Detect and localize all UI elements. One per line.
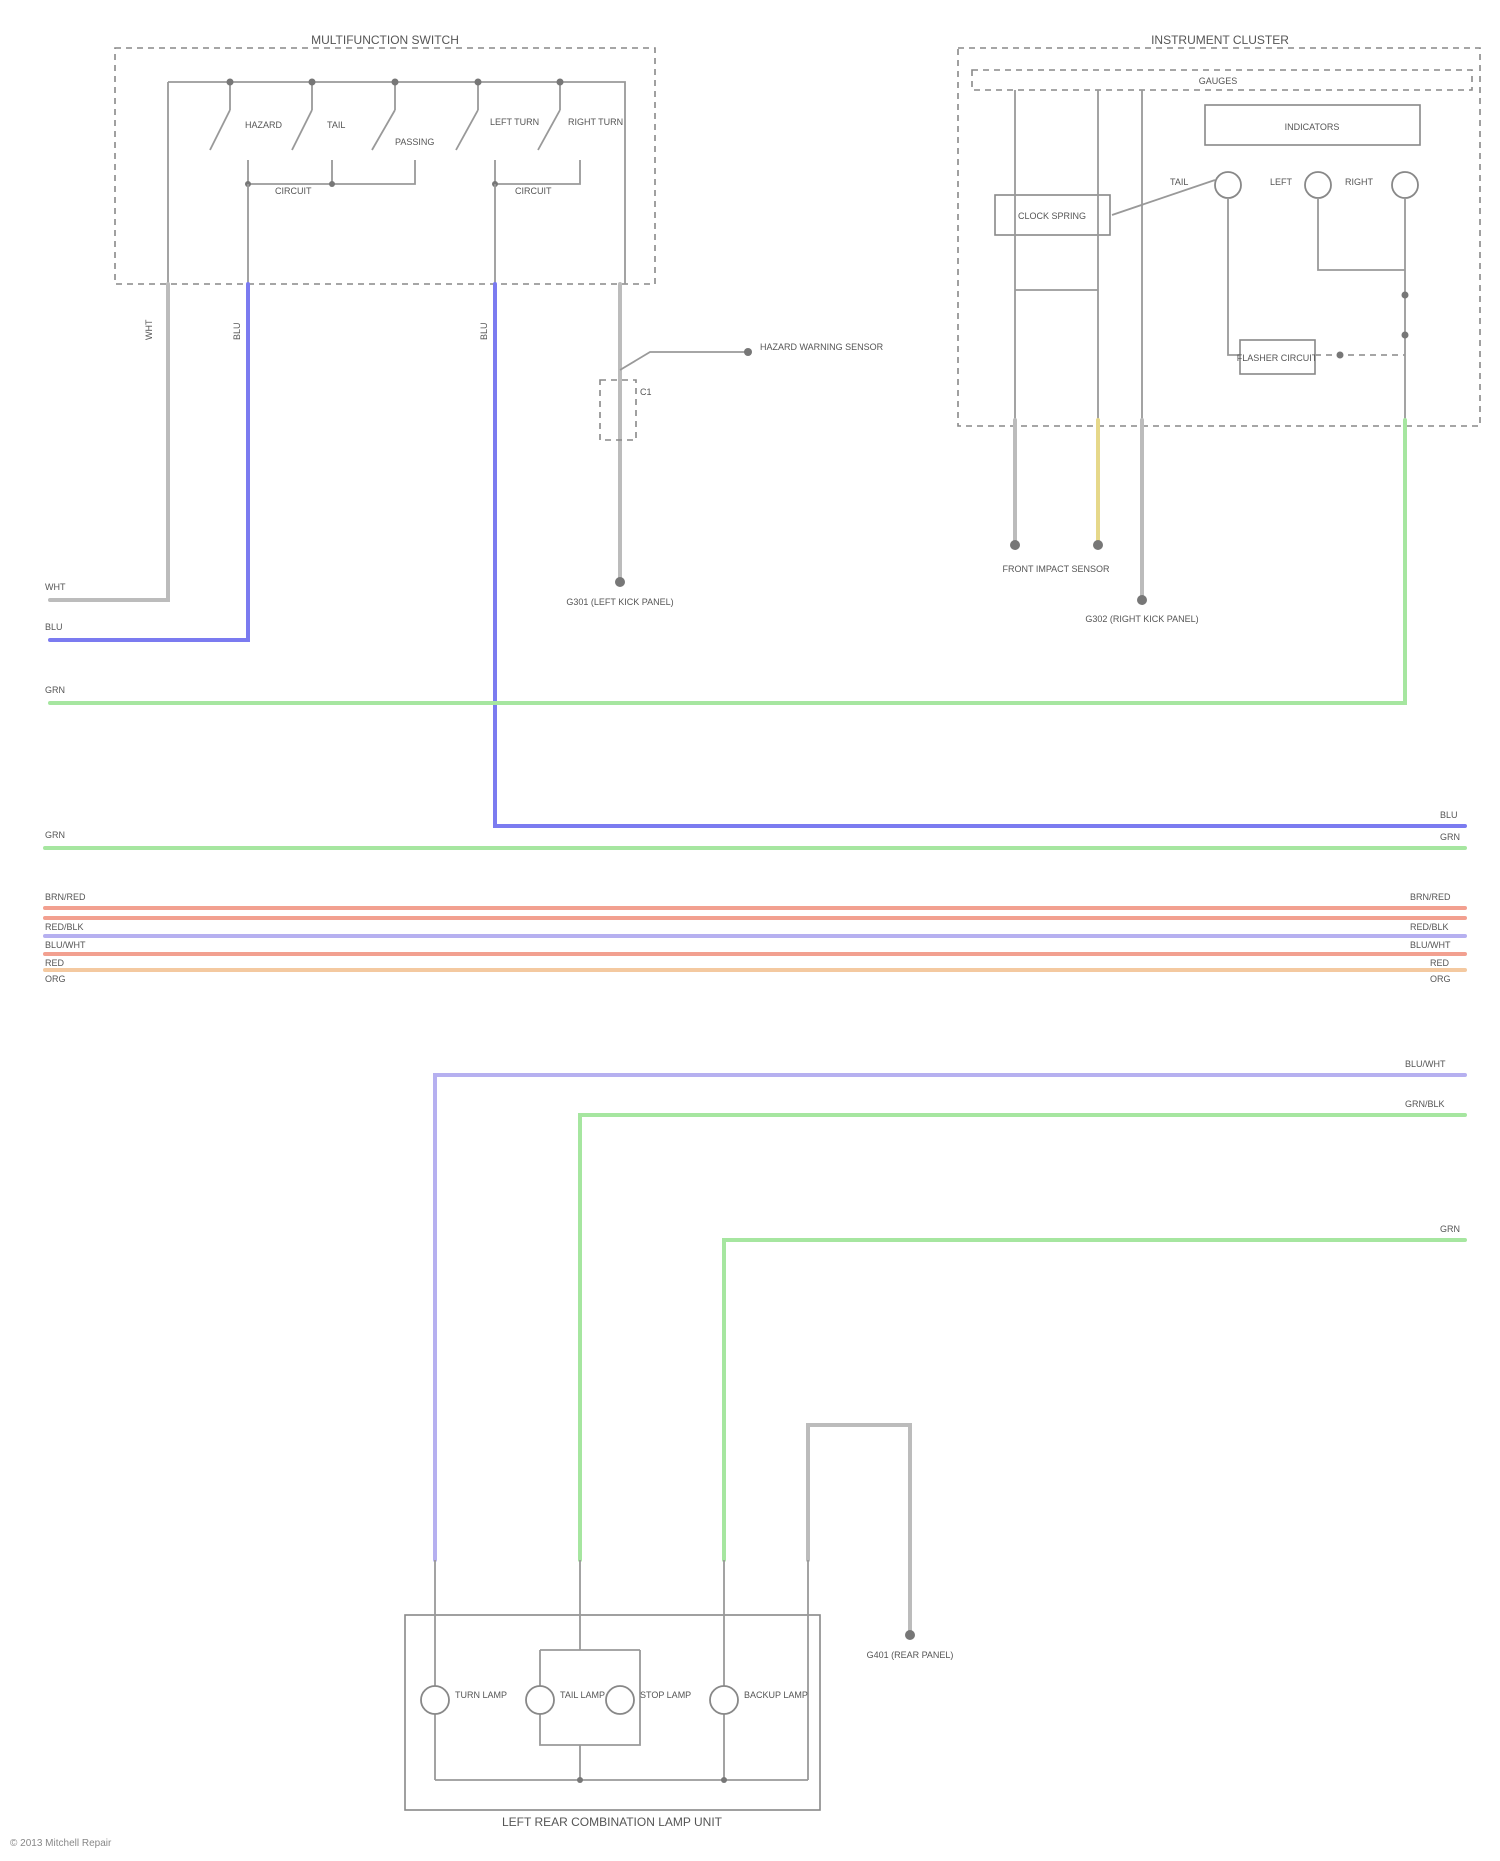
rear-combination-lamp: LEFT REAR COMBINATION LAMP UNIT TURN LAM… (405, 1560, 820, 1829)
flasher-label: FLASHER CIRCUIT (1237, 353, 1318, 363)
svg-text:CIRCUIT: CIRCUIT (515, 186, 552, 196)
wire-blu-right (495, 284, 1465, 826)
wire-gnd-lower (808, 1425, 910, 1635)
wire-label-blu: BLU (232, 322, 242, 340)
instrument-cluster-title: INSTRUMENT CLUSTER (1151, 33, 1289, 47)
svg-text:LEFT: LEFT (1270, 177, 1293, 187)
svg-text:ORG: ORG (45, 974, 66, 984)
gauges-label: GAUGES (1199, 76, 1238, 86)
hazard-sensor-label: HAZARD WARNING SENSOR (760, 342, 884, 352)
svg-text:CIRCUIT: CIRCUIT (275, 186, 312, 196)
copyright-footer: © 2013 Mitchell Repair (10, 1838, 111, 1849)
ground-label-g401: G401 (REAR PANEL) (867, 1650, 954, 1660)
lamp-label-tail: TAIL LAMP (560, 1690, 605, 1700)
svg-text:BRN/RED: BRN/RED (1410, 892, 1451, 902)
switch-label-hazard: HAZARD (245, 120, 283, 130)
svg-text:BLU/WHT: BLU/WHT (1410, 940, 1451, 950)
rear-lamp-title: LEFT REAR COMBINATION LAMP UNIT (502, 1815, 723, 1829)
svg-text:TAIL: TAIL (1170, 177, 1188, 187)
svg-text:WHT: WHT (45, 582, 66, 592)
svg-text:BLU: BLU (45, 622, 63, 632)
wire-grn-lower (724, 1240, 1465, 1560)
svg-text:BLU/WHT: BLU/WHT (45, 940, 86, 950)
svg-text:RED: RED (45, 958, 65, 968)
svg-text:BLU/WHT: BLU/WHT (1405, 1059, 1446, 1069)
switch-label-right-turn: RIGHT TURN (568, 117, 623, 127)
wire-grn-blk-lower (580, 1115, 1465, 1560)
switch-label-tail: TAIL (327, 120, 345, 130)
svg-text:GRN: GRN (1440, 1224, 1460, 1234)
switch-contacts (210, 79, 564, 151)
wire-blu-wht-lower (435, 1075, 1465, 1560)
wire-label-wht: WHT (144, 319, 154, 340)
ground-label-g302: G302 (RIGHT KICK PANEL) (1085, 614, 1198, 624)
multifunction-switch: MULTIFUNCTION SWITCH HAZARD TAIL PASSING… (115, 33, 655, 284)
lamp-label-stop: STOP LAMP (640, 1690, 691, 1700)
switch-label-left-turn: LEFT TURN (490, 117, 539, 127)
svg-text:RED/BLK: RED/BLK (45, 922, 84, 932)
switch-label-passing: PASSING (395, 137, 434, 147)
svg-text:C1: C1 (640, 387, 652, 397)
wire-label-grn: GRN (45, 685, 65, 695)
instrument-cluster: INSTRUMENT CLUSTER GAUGES INDICATORS CLO… (958, 33, 1480, 426)
svg-text:CLOCK SPRING: CLOCK SPRING (1018, 211, 1086, 221)
indicators-label: INDICATORS (1285, 122, 1340, 132)
multifunction-switch-title: MULTIFUNCTION SWITCH (311, 33, 459, 47)
crash-sensor-label: FRONT IMPACT SENSOR (1002, 564, 1110, 574)
svg-text:GRN/BLK: GRN/BLK (1405, 1099, 1445, 1109)
svg-text:BLU: BLU (1440, 810, 1458, 820)
svg-text:GRN: GRN (45, 830, 65, 840)
lamp-label-backup: BACKUP LAMP (744, 1690, 808, 1700)
svg-text:RED: RED (1430, 958, 1450, 968)
svg-text:BLU: BLU (479, 322, 489, 340)
svg-text:GRN: GRN (1440, 832, 1460, 842)
ground-label-g301: G301 (LEFT KICK PANEL) (566, 597, 673, 607)
svg-text:RED/BLK: RED/BLK (1410, 922, 1449, 932)
svg-text:ORG: ORG (1430, 974, 1451, 984)
svg-text:BRN/RED: BRN/RED (45, 892, 86, 902)
wire-grn-cluster (50, 420, 1405, 703)
lamp-label-turn: TURN LAMP (455, 1690, 507, 1700)
svg-text:RIGHT: RIGHT (1345, 177, 1374, 187)
